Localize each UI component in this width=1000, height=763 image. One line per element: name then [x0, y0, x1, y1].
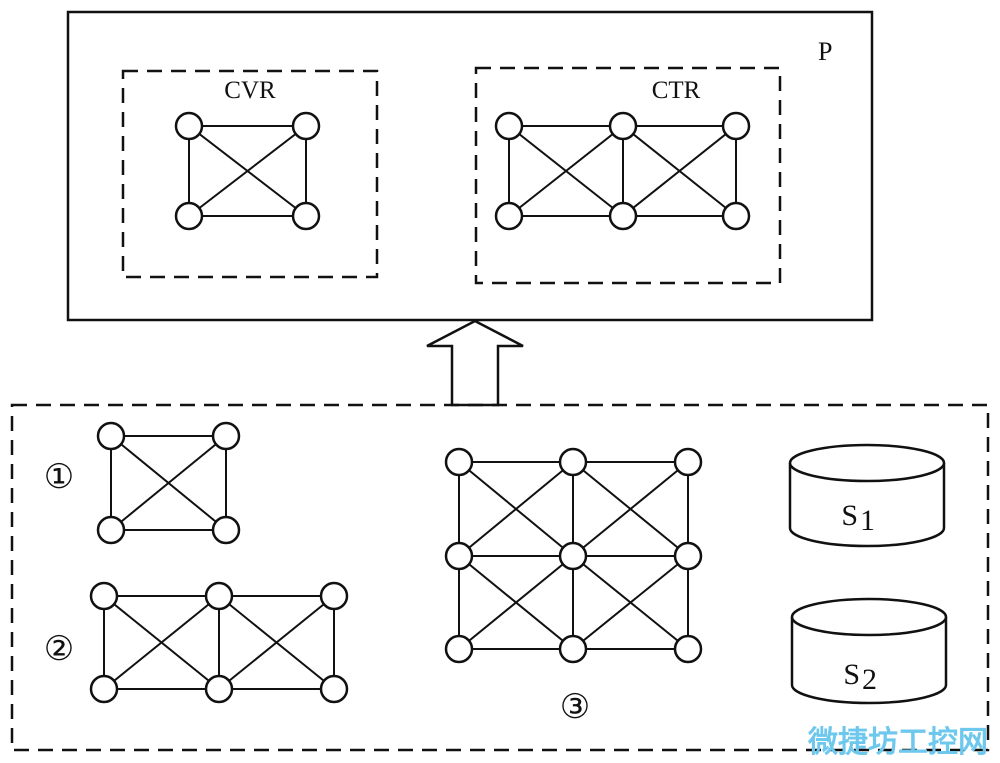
graph-edge — [458, 461, 574, 557]
cvr-graph — [174, 111, 321, 231]
graph-edge — [103, 595, 220, 690]
cvr-box — [121, 69, 379, 279]
cylinder-s1-subscript: 1 — [860, 504, 875, 537]
graph-node — [211, 421, 241, 451]
graph-node — [608, 201, 638, 231]
graph-node — [96, 515, 126, 545]
ctr-box — [474, 66, 782, 285]
graph-label-2: ② — [44, 629, 74, 669]
graph-node — [608, 111, 638, 141]
top-panel — [66, 10, 874, 322]
cylinder-s2-label: S — [843, 658, 860, 691]
cvr-label: CVR — [224, 77, 276, 104]
graph-node — [89, 674, 119, 704]
graph-edge — [218, 595, 335, 690]
graph-edge — [188, 125, 307, 217]
graph-node — [558, 634, 588, 664]
graph-edge — [110, 435, 227, 531]
ctr-label: CTR — [652, 77, 701, 104]
watermark-text: 微捷坊工控网 — [807, 725, 988, 760]
graph-node — [444, 447, 474, 477]
graph-node — [211, 515, 241, 545]
cylinder-s1-label: S — [841, 499, 858, 532]
graph-node — [291, 111, 321, 141]
graph-node — [673, 447, 703, 477]
graph-2 — [89, 581, 349, 704]
cylinder-s2-subscript: 2 — [862, 663, 877, 696]
graph-edge — [572, 461, 689, 557]
graph-edge — [572, 555, 689, 650]
graph-node — [558, 541, 588, 571]
cylinder-s2: S 2 — [790, 597, 948, 705]
bottom-panel — [10, 403, 990, 752]
graph-node — [174, 111, 204, 141]
graph-node — [96, 421, 126, 451]
graph-edge — [622, 125, 737, 217]
graph-1 — [96, 421, 241, 545]
graph-node — [721, 201, 751, 231]
graph-node — [494, 111, 524, 141]
graph-node — [174, 201, 204, 231]
graph-node — [89, 581, 119, 611]
graph-node — [204, 674, 234, 704]
graph-node — [558, 447, 588, 477]
graph-node — [319, 581, 349, 611]
cylinder-s1: S 1 — [788, 443, 946, 548]
graph-node — [204, 581, 234, 611]
graph-node — [291, 201, 321, 231]
panel-label-p: P — [818, 37, 832, 66]
graph-node — [673, 634, 703, 664]
graph-node — [444, 541, 474, 571]
graph-label-1: ① — [44, 457, 74, 497]
graph-node — [494, 201, 524, 231]
graph-label-3: ③ — [560, 687, 590, 727]
graph-3 — [444, 447, 703, 664]
graph-node — [319, 674, 349, 704]
graph-node — [673, 541, 703, 571]
ctr-graph — [494, 111, 751, 231]
graph-edge — [508, 125, 624, 217]
graph-node — [444, 634, 474, 664]
up-arrow — [426, 319, 524, 407]
graph-edge — [458, 555, 574, 650]
graph-node — [721, 111, 751, 141]
